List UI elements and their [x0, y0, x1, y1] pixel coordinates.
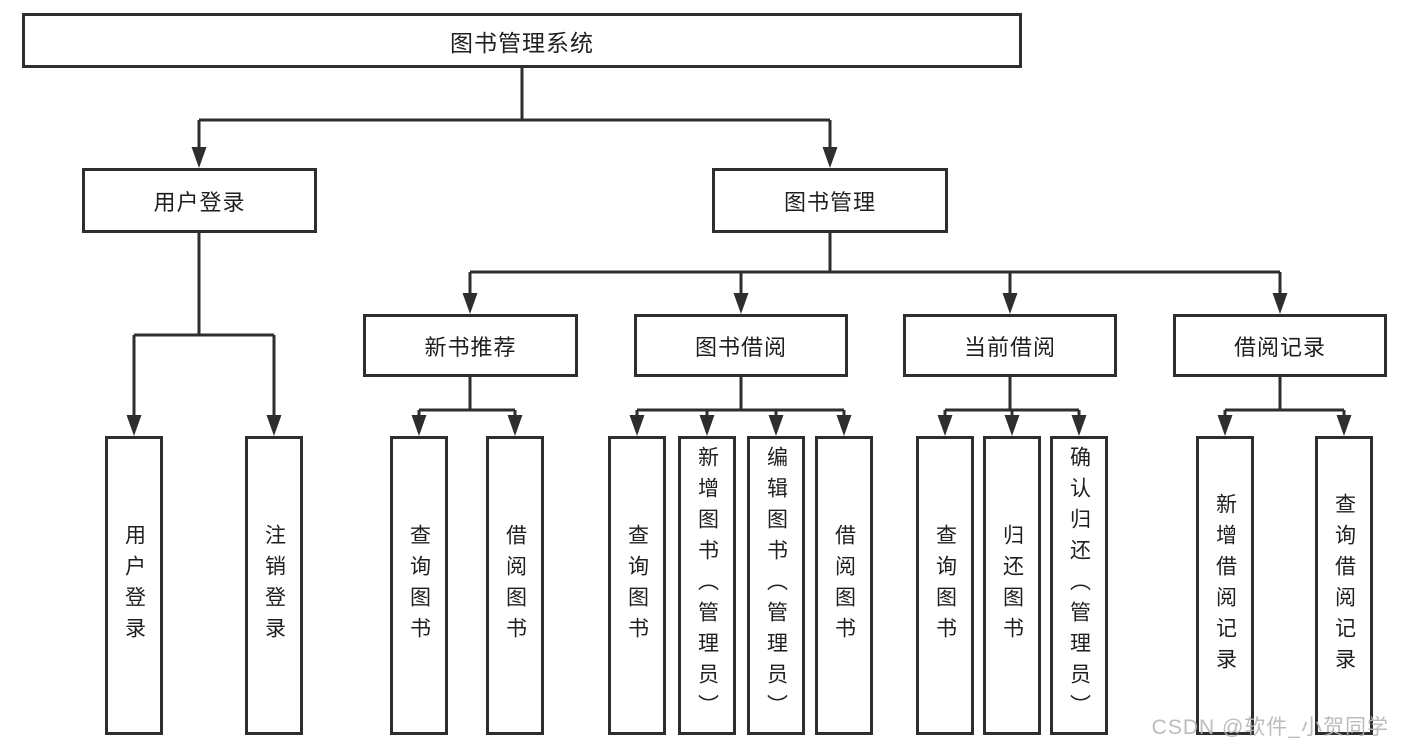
node-new-book-recommend: 新书推荐: [363, 314, 578, 377]
leaf-logout: 注销登录: [245, 436, 303, 735]
leaf-add-borrow-record: 新增借阅记录: [1196, 436, 1254, 735]
leaf-add-books-admin: 新增图书（管理员）: [678, 436, 736, 735]
leaf-user-login: 用户登录: [105, 436, 163, 735]
leaf-user-login-label: 用户登录: [122, 523, 146, 648]
csdn-watermark: CSDN @软件_小贺同学: [1151, 716, 1389, 739]
leaf-edit-books-admin: 编辑图书（管理员）: [747, 436, 805, 735]
node-borrow-records-label: 借阅记录: [1233, 334, 1326, 360]
node-user-login-label: 用户登录: [153, 189, 246, 215]
leaf-edit-books-admin-label: 编辑图书（管理员）: [764, 446, 788, 725]
node-book-borrow-label: 图书借阅: [694, 334, 787, 360]
leaf-confirm-return-admin-label: 确认归还（管理员）: [1067, 446, 1091, 725]
leaf-add-borrow-record-label: 新增借阅记录: [1213, 492, 1237, 679]
leaf-add-books-admin-label: 新增图书（管理员）: [695, 446, 719, 725]
node-book-borrow: 图书借阅: [634, 314, 848, 377]
leaf-recommend-query-books: 查询图书: [390, 436, 448, 735]
node-current-borrow-label: 当前借阅: [963, 334, 1056, 360]
node-user-login: 用户登录: [82, 168, 317, 233]
leaf-borrow-books: 借阅图书: [815, 436, 873, 735]
leaf-recommend-borrow-books-label: 借阅图书: [503, 523, 527, 648]
leaf-current-query-books-label: 查询图书: [933, 523, 957, 648]
leaf-confirm-return-admin: 确认归还（管理员）: [1050, 436, 1108, 735]
node-root-label: 图书管理系统: [450, 29, 594, 56]
node-borrow-records: 借阅记录: [1173, 314, 1387, 377]
leaf-recommend-borrow-books: 借阅图书: [486, 436, 544, 735]
leaf-borrow-query-books: 查询图书: [608, 436, 666, 735]
leaf-borrow-query-books-label: 查询图书: [625, 523, 649, 648]
leaf-query-borrow-record: 查询借阅记录: [1315, 436, 1373, 735]
node-new-book-recommend-label: 新书推荐: [424, 334, 517, 360]
node-root: 图书管理系统: [22, 13, 1022, 68]
leaf-return-books: 归还图书: [983, 436, 1041, 735]
node-book-management-label: 图书管理: [783, 189, 876, 215]
leaf-return-books-label: 归还图书: [1000, 523, 1024, 648]
leaf-recommend-query-books-label: 查询图书: [407, 523, 431, 648]
leaf-borrow-books-label: 借阅图书: [832, 523, 856, 648]
node-book-management: 图书管理: [712, 168, 948, 233]
leaf-query-borrow-record-label: 查询借阅记录: [1332, 492, 1356, 679]
node-current-borrow: 当前借阅: [903, 314, 1117, 377]
leaf-logout-label: 注销登录: [262, 523, 286, 648]
leaf-current-query-books: 查询图书: [916, 436, 974, 735]
